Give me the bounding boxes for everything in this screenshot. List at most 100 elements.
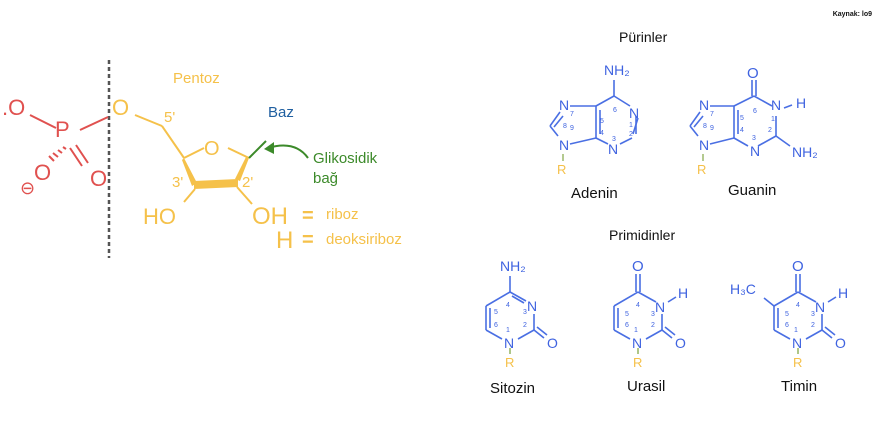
- position-2: 2': [242, 174, 253, 191]
- t-num-5: 5: [785, 311, 789, 318]
- thymine-structure: O H₃C N H N O 1 2 3 4 5 6: [730, 258, 848, 370]
- atom-n9: N: [559, 137, 569, 153]
- ring-oxygen: O: [204, 138, 220, 160]
- g-num-6: 6: [753, 108, 757, 115]
- adenine-r: R: [557, 162, 566, 177]
- u-num-4: 4: [636, 302, 640, 309]
- u-atom-n1: N: [632, 335, 642, 351]
- g-atom-n3: N: [750, 143, 760, 159]
- c-atom-n3: N: [527, 298, 537, 314]
- atom-n3: N: [608, 141, 618, 157]
- t-num-3: 3: [811, 311, 815, 318]
- t-num-4: 4: [796, 302, 800, 309]
- t-methyl: H₃C: [730, 281, 756, 297]
- num-5: 5: [600, 118, 604, 125]
- bond-c4-o: [183, 147, 205, 159]
- atom-n7: N: [559, 97, 569, 113]
- wedge-left: [182, 158, 197, 186]
- g-num-1: 1: [771, 116, 775, 123]
- phosphate-oxygen-lower: O: [34, 160, 51, 185]
- u-o2: O: [675, 335, 686, 351]
- c-num-2: 2: [523, 322, 527, 329]
- phosphate-group: .O P O ⊖ O: [2, 95, 109, 198]
- num-3: 3: [612, 136, 616, 143]
- g-atom-n1: N: [771, 97, 781, 113]
- num-6: 6: [613, 107, 617, 114]
- t-o2: O: [835, 335, 846, 351]
- t-num-6: 6: [785, 322, 789, 329]
- g-atom-n7: N: [699, 97, 709, 113]
- bond-p-o-ester: [79, 116, 109, 131]
- u-atom-n3: N: [655, 299, 665, 315]
- hashed-bond: [48, 146, 67, 162]
- phosphorus-atom: P: [55, 117, 70, 142]
- ho-label: HO: [143, 204, 176, 229]
- guanine-structure: O N H NH₂ N N N 1 2 3 4: [689, 65, 818, 177]
- c-num-3: 3: [523, 309, 527, 316]
- wedge-right: [235, 157, 249, 181]
- bond-o-c1: [227, 147, 250, 159]
- t-o: O: [792, 258, 804, 275]
- uracil-label: Urasil: [627, 378, 665, 395]
- bond-o-c5: [134, 114, 163, 127]
- t-atom-n3: N: [815, 299, 825, 315]
- arrow-head-icon: [264, 142, 274, 154]
- g-num-9: 9: [710, 125, 714, 132]
- purines-title: Pürinler: [619, 29, 668, 45]
- h-label: H: [276, 227, 293, 254]
- bond-o-p: [29, 114, 57, 129]
- t-num-1: 1: [794, 327, 798, 334]
- u-num-1: 1: [634, 327, 638, 334]
- num-9: 9: [570, 125, 574, 132]
- u-o: O: [632, 258, 644, 275]
- bond-c3-oh: [183, 188, 196, 203]
- cytosine-structure: NH₂ 1 N N O 1 2 3 4 5 6 R: [485, 258, 558, 370]
- double-bond-a: [69, 147, 83, 167]
- phosphate-left-oxygen: .O: [2, 95, 25, 120]
- guanine-label: Guanin: [728, 182, 776, 199]
- c-o: O: [547, 335, 558, 351]
- position-5: 5': [164, 109, 175, 126]
- num-1: 1: [629, 122, 633, 129]
- guanine-o: O: [747, 65, 759, 82]
- c-num-4: 4: [506, 302, 510, 309]
- g-num-5: 5: [740, 115, 744, 122]
- thymine-label: Timin: [781, 378, 817, 395]
- glycosidic-bond-line: [248, 140, 267, 159]
- num-8: 8: [563, 123, 567, 130]
- pentose-group: O Pentoz 5' O 3' 2' HO OH H = = riboz de…: [112, 70, 402, 254]
- t-atom-n1: N: [792, 335, 802, 351]
- source-label: Kaynak: lo9: [833, 11, 872, 18]
- u-num-6: 6: [625, 322, 629, 329]
- c-atom-n1: N: [504, 335, 514, 351]
- num-2: 2: [629, 131, 633, 138]
- position-3: 3': [172, 174, 183, 191]
- c-num-5: 5: [494, 309, 498, 316]
- u-num-5: 5: [625, 311, 629, 318]
- adenine-nh2: NH₂: [604, 62, 630, 78]
- glycosidic-label-line1: Glikosidik: [313, 150, 378, 167]
- c-num-6: 6: [494, 322, 498, 329]
- equals-ribose: =: [302, 205, 314, 227]
- cytosine-label: Sitozin: [490, 380, 535, 397]
- num-7: 7: [570, 111, 574, 118]
- bond-c5-c4: [161, 125, 185, 159]
- t-r: R: [793, 355, 802, 370]
- g-nh2: NH₂: [792, 144, 818, 160]
- t-num-2: 2: [811, 322, 815, 329]
- base-label: Baz: [268, 104, 294, 121]
- glycosidic-label-line2: bağ: [313, 170, 338, 187]
- t-h: H: [838, 285, 848, 301]
- c-r: R: [505, 355, 514, 370]
- g-num-3: 3: [752, 135, 756, 142]
- phosphate-oxygen-double: O: [90, 166, 107, 191]
- ribose-label: riboz: [326, 206, 359, 223]
- g-num-4: 4: [740, 127, 744, 134]
- oh-label: OH: [252, 203, 288, 230]
- atom-n1: N: [629, 105, 639, 121]
- double-bond-b: [75, 144, 89, 164]
- bond-c2-oh: [236, 186, 253, 205]
- num-4: 4: [600, 130, 604, 137]
- pyrimidines-title: Primidinler: [609, 227, 675, 243]
